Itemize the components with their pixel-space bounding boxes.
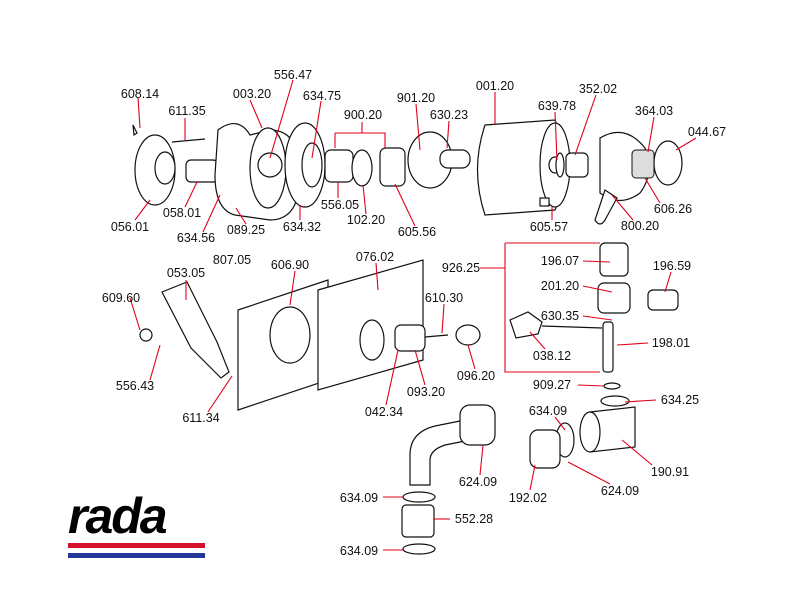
- part-624-09: [459, 404, 496, 446]
- label-639-78: 639.78: [538, 99, 576, 113]
- label-606-90: 606.90: [271, 258, 309, 272]
- part-364-03: [631, 149, 655, 179]
- part-609-60: [139, 328, 153, 342]
- label-192-02: 192.02: [509, 491, 547, 505]
- label-556-47: 556.47: [274, 68, 312, 82]
- label-900-20: 900.20: [344, 108, 382, 122]
- label-556-05: 556.05: [321, 198, 359, 212]
- label-096-20: 096.20: [457, 369, 495, 383]
- label-605-56: 605.56: [398, 225, 436, 239]
- label-611-34: 611.34: [182, 411, 219, 425]
- label-556-43: 556.43: [116, 379, 154, 393]
- label-053-05: 053.05: [167, 266, 205, 280]
- label-634-25: 634.25: [661, 393, 699, 407]
- label-608-14: 608.14: [121, 87, 159, 101]
- part-labels: 608.14 611.35 003.20 556.47 634.75 900.2…: [102, 68, 726, 558]
- part-198-01: [602, 321, 614, 373]
- label-201-20: 201.20: [541, 279, 579, 293]
- part-605-56: [379, 147, 406, 187]
- part-634-09-a: [402, 491, 436, 503]
- label-634-09-lower: 634.09: [340, 544, 378, 558]
- label-630-35: 630.35: [541, 309, 579, 323]
- label-058-01: 058.01: [163, 206, 201, 220]
- part-053-05: [161, 281, 230, 379]
- part-610-30: [424, 334, 449, 338]
- part-634-25: [600, 395, 630, 407]
- label-552-28: 552.28: [455, 512, 493, 526]
- label-611-35: 611.35: [168, 104, 205, 118]
- label-624-09-pipe: 624.09: [459, 475, 497, 489]
- label-056-01: 056.01: [111, 220, 149, 234]
- part-102-20: [351, 149, 373, 187]
- label-038-12: 038.12: [533, 349, 571, 363]
- label-800-20: 800.20: [621, 219, 659, 233]
- part-611-35: [171, 138, 206, 143]
- label-093-20: 093.20: [407, 385, 445, 399]
- logo-stripe-red: [68, 543, 205, 548]
- label-630-23: 630.23: [430, 108, 468, 122]
- part-038-12: [509, 311, 543, 339]
- label-102-20: 102.20: [347, 213, 385, 227]
- label-634-09-valve: 634.09: [529, 404, 567, 418]
- label-198-01: 198.01: [652, 336, 690, 350]
- part-196-59: [647, 289, 679, 311]
- part-909-27: [603, 382, 621, 390]
- part-608-14: [132, 124, 138, 137]
- logo-text: rada: [68, 488, 167, 544]
- rada-logo: rada: [68, 488, 205, 558]
- label-634-09-upper: 634.09: [340, 491, 378, 505]
- label-352-02: 352.02: [579, 82, 617, 96]
- label-926-25: 926.25: [442, 261, 480, 275]
- part-044-67: [653, 140, 683, 186]
- label-076-02: 076.02: [356, 250, 394, 264]
- part-201-20: [597, 282, 631, 314]
- part-058-01: [185, 159, 219, 183]
- part-352-02: [565, 152, 589, 178]
- label-609-60: 609.60: [102, 291, 140, 305]
- label-901-20: 901.20: [397, 91, 435, 105]
- parts-drawings: [132, 119, 683, 555]
- group-bracket-900-20: [334, 122, 386, 148]
- label-196-59: 196.59: [653, 259, 691, 273]
- part-634-09-b: [402, 543, 436, 555]
- part-042-34: [394, 324, 426, 352]
- part-556-05: [324, 149, 354, 183]
- label-909-27: 909.27: [533, 378, 571, 392]
- part-192-02: [529, 429, 561, 469]
- logo-stripe-blue: [68, 553, 205, 558]
- group-bracket-926-25: [480, 242, 600, 373]
- label-610-30: 610.30: [425, 291, 463, 305]
- label-196-07: 196.07: [541, 254, 579, 268]
- label-044-67: 044.67: [688, 125, 726, 139]
- label-807-05: 807.05: [213, 253, 251, 267]
- leader-lines: [129, 79, 697, 551]
- label-624-09-valve: 624.09: [601, 484, 639, 498]
- label-364-03: 364.03: [635, 104, 673, 118]
- label-634-32: 634.32: [283, 220, 321, 234]
- part-552-28: [401, 504, 435, 538]
- label-634-75: 634.75: [303, 89, 341, 103]
- label-089-25: 089.25: [227, 223, 265, 237]
- part-639-78: [555, 152, 565, 178]
- label-606-26: 606.26: [654, 202, 692, 216]
- label-605-57: 605.57: [530, 220, 568, 234]
- part-096-20: [455, 324, 481, 346]
- part-605-57: [539, 197, 550, 207]
- part-196-07: [599, 242, 629, 277]
- label-190-91: 190.91: [651, 465, 689, 479]
- label-042-34: 042.34: [365, 405, 403, 419]
- label-003-20: 003.20: [233, 87, 271, 101]
- label-001-20: 001.20: [476, 79, 514, 93]
- label-634-56: 634.56: [177, 231, 215, 245]
